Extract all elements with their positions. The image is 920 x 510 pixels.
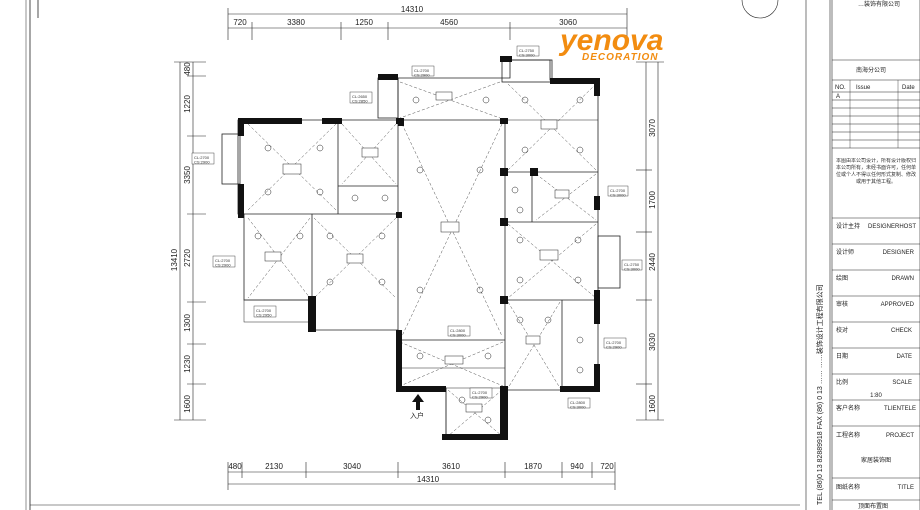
tb-row-12-cn: 图纸名称 [836, 483, 860, 491]
entrance-label: 入户 [410, 411, 424, 420]
tb-branch: 南海分公司 [856, 66, 886, 74]
right-seg-5: 1600 [648, 395, 657, 413]
info-column [805, 0, 831, 510]
tb-row-12-en: TITLE [898, 485, 914, 491]
top-seg-5: 3060 [559, 18, 577, 27]
tb-row-10-en: PROJECT [886, 433, 914, 439]
right-seg-3: 2440 [648, 253, 657, 271]
vertical-info-highlight [832, 38, 844, 58]
bottom-seg-5: 1870 [524, 462, 542, 471]
room-tags [191, 45, 643, 409]
bottom-dimensions [227, 462, 616, 490]
tb-note: 本图由本公司设计，所有设计版权归本公司所有，未经书面许可，任何单位或个人不得以任… [836, 158, 916, 185]
tb-drawing-title: 顶面布置图 [858, 502, 888, 510]
bottom-seg-1: 480 [228, 462, 242, 471]
vertical-company-info: TEL (86)0 13 82889918 FAX (86) 0 13 …… …… [815, 284, 824, 505]
right-seg-1: 3070 [648, 119, 657, 137]
left-seg-2: 1220 [183, 95, 192, 113]
tb-row-7-cn: 比例 [836, 378, 848, 386]
tb-rows: 设计主持 DESIGNERHOST 设计师 DESIGNER 绘图 DRAWN … [836, 222, 916, 510]
top-seg-4: 4560 [440, 18, 458, 27]
tb-row-2-cn: 设计师 [836, 248, 854, 256]
brand-tagline: DECORATION [582, 52, 658, 63]
tb-row-3-cn: 绘图 [836, 274, 848, 282]
left-seg-5: 1300 [183, 314, 192, 332]
left-total-dim: 13410 [170, 248, 179, 271]
top-total-dim: 14310 [401, 5, 424, 14]
left-seg-3: 3350 [183, 166, 192, 184]
left-seg-6: 1230 [183, 355, 192, 373]
tb-scale-value: 1:80 [870, 393, 882, 399]
left-seg-7: 1600 [183, 395, 192, 413]
tb-row-5-cn: 校对 [836, 326, 848, 334]
bottom-seg-3: 3040 [343, 462, 361, 471]
tb-row-6-cn: 日期 [836, 352, 848, 360]
structural-walls [238, 56, 600, 440]
floor-plan [221, 59, 621, 439]
bottom-seg-6: 940 [570, 462, 584, 471]
left-dimensions [174, 61, 206, 421]
tb-date-head: Date [902, 85, 915, 91]
tb-row-4-en: APPROVED [881, 302, 915, 308]
tb-row-6-en: DATE [896, 354, 912, 360]
tb-row-4-cn: 审核 [836, 300, 848, 308]
tb-project-name: 家居装饰图 [861, 456, 891, 464]
tb-row-5-en: CHECK [891, 328, 912, 334]
tb-row-9-en: TLIENTELE [884, 406, 916, 412]
brand-logo: yenova [558, 24, 663, 57]
entrance-arrow-icon [412, 394, 424, 410]
tb-issue-no: NO. [835, 85, 846, 91]
lamp-symbols [254, 96, 584, 424]
north-circle-icon [741, 0, 779, 19]
tb-row-3-en: DRAWN [892, 276, 914, 282]
tb-row-7-en: SCALE [892, 380, 912, 386]
bottom-seg-7: 720 [600, 462, 614, 471]
ceiling-fixtures [264, 91, 570, 413]
tb-row-10-cn: 工程名称 [836, 431, 860, 439]
bottom-seg-2: 2130 [265, 462, 283, 471]
right-seg-2: 1700 [648, 191, 657, 209]
tb-issue: Issue [856, 85, 871, 91]
tb-row-9-cn: 客户名称 [836, 404, 860, 412]
left-seg-4: 2720 [183, 249, 192, 267]
tb-row-1-en: DESIGNERHOST [868, 224, 916, 230]
left-seg-1: 480 [183, 62, 192, 76]
tb-row-1-cn: 设计主持 [836, 222, 860, 230]
bottom-seg-4: 3610 [442, 462, 460, 471]
top-dimensions [227, 8, 628, 40]
top-seg-3: 1250 [355, 18, 373, 27]
bottom-total-dim: 14310 [417, 475, 440, 484]
top-seg-2: 3380 [287, 18, 305, 27]
right-dimensions [636, 61, 664, 421]
right-seg-4: 3030 [648, 333, 657, 351]
title-block [831, 0, 920, 510]
tb-row-2-en: DESIGNER [883, 250, 915, 256]
tb-issue-a: A [836, 94, 840, 100]
top-seg-1: 720 [233, 18, 247, 27]
drawing-frame [25, 0, 800, 510]
tb-company: …装饰有限公司 [858, 0, 900, 8]
